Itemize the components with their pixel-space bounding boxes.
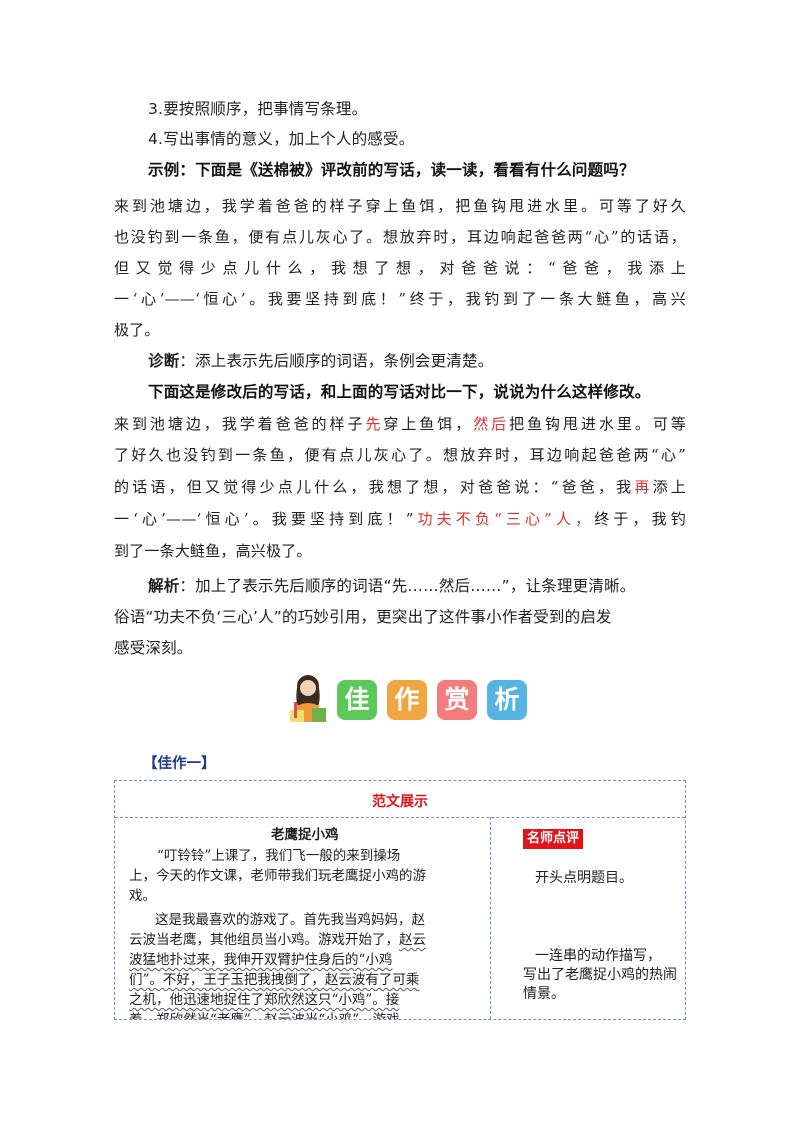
tip-4: 4.写出事情的意义，加上个人的感受。: [148, 130, 415, 148]
revised-line: 了好久也没钓到一条鱼，便有点儿灰心了。想放弃时，耳边响起爸爸两“心”: [114, 446, 686, 464]
essay-text: 波猛地扑过来，我伸开双臂护住身后的“小鸡: [129, 952, 393, 968]
section-banner: 佳 作 赏 析: [285, 672, 545, 728]
sample-header-label: 范文展示: [372, 794, 428, 810]
comment-text: 一连串的动作描写，: [535, 948, 661, 964]
example-line: 极了。: [114, 321, 160, 339]
diagnosis: 诊断：添上表示先后顺序的词语，条例会更清楚。: [148, 351, 493, 371]
comment-column: 名师点评 开头点明题目。 一连串的动作描写， 写出了老鹰捉小鸡的热闹 情景。: [497, 817, 683, 1019]
revised-text: 把鱼钩甩进水里。可等: [509, 415, 686, 433]
piece-title: 【佳作一】: [143, 756, 216, 772]
essay-line: “叮铃铃”上课了，我们飞一般的来到操场: [157, 848, 401, 864]
diagnosis-label: 诊断: [148, 352, 180, 370]
comment-text: 情景。: [523, 986, 565, 1002]
essay-line: 们”。不好，王子玉把我拽倒了，赵云波有了可乘: [129, 971, 485, 990]
revised-highlight: 先: [365, 415, 384, 433]
example-line: 也没钓到一条鱼，便有点儿灰心了。想放弃时，耳边响起爸爸两“心”的话语，: [114, 228, 686, 246]
banner-char-tile: 赏: [437, 680, 477, 720]
essay-text: 赵云: [399, 932, 426, 948]
essay-line: 这是我最喜欢的游戏了。首先我当鸡妈妈，赵: [155, 912, 425, 928]
example-line: 但又觉得少点儿什么，我想了想，对爸爸说：“爸爸，我添上: [114, 259, 686, 277]
girl-reading-icon: [290, 675, 326, 722]
essay-column: 老鹰捉小鸡 “叮铃铃”上课了，我们飞一般的来到操场 上，今天的作文课，老师带我们…: [121, 817, 485, 1019]
essay-text: 之机，他迅速地捉住了郑欣然这只“小鸡”。接: [129, 992, 400, 1008]
essay-text: 们”。不好，王子玉把我拽倒了，赵云波有了可乘: [129, 972, 420, 988]
essay-text: 云波当老鹰，其他组员当小鸡。游戏开始了，: [129, 932, 399, 948]
comment-text: 开头点明题目。: [535, 870, 633, 886]
revised-text: 添上: [652, 478, 686, 496]
revised-highlight: 然后: [473, 415, 510, 433]
essay-line: 戏。: [129, 888, 156, 904]
analysis: 解析：加上了表示先后顺序的词语“先……然后……”，让条理更清晰。: [148, 576, 635, 596]
analysis-text: ：加上了表示先后顺序的词语“先……然后……”，让条理更清晰。: [179, 577, 636, 595]
essay-title: 老鹰捉小鸡: [271, 827, 339, 843]
revised-text: 来到池塘边，我学着爸爸的样子: [114, 415, 366, 433]
diagnosis-text: ：添上表示先后顺序的词语，条例会更清楚。: [179, 352, 494, 370]
tip-3: 3.要按照顺序，把事情写条理。: [148, 100, 368, 118]
comment-badge: 名师点评: [523, 829, 584, 849]
revised-text: 穿上鱼饵，: [383, 415, 474, 433]
revised-text: 的话语，但又觉得少点儿什么，我想了想，对爸爸说：“爸爸，我: [114, 478, 635, 496]
example-line: 来到池塘边，我学着爸爸的样子穿上鱼饵，把鱼钩甩进水里。可等了好久: [114, 197, 686, 215]
essay-line: 波猛地扑过来，我伸开双臂护住身后的“小鸡: [129, 951, 485, 970]
essay-line: 之机，他迅速地捉住了郑欣然这只“小鸡”。接: [129, 991, 485, 1010]
column-divider: [490, 817, 491, 1019]
revised-text: 一‘心’——‘恒心’。我要坚持到底！”: [114, 510, 414, 528]
analysis-line: 感受深刻。: [114, 639, 193, 657]
revised-line: 来到池塘边，我学着爸爸的样子先穿上鱼饵，然后把鱼钩甩进水里。可等: [114, 414, 686, 434]
comment-text: 写出了老鹰捉小鸡的热闹: [523, 967, 677, 983]
revised-heading: 下面这是修改后的写话，和上面的写话对比一下，说说为什么这样修改。: [148, 383, 651, 401]
revised-line: 的话语，但又觉得少点儿什么，我想了想，对爸爸说：“爸爸，我再添上: [114, 477, 686, 497]
sample-box: 范文展示 老鹰捉小鸡 “叮铃铃”上课了，我们飞一般的来到操场 上，今天的作文课，…: [114, 780, 686, 1020]
revised-text: 终于，我钓: [594, 510, 686, 528]
example-line: 一‘心’——‘恒心’。我要坚持到底！”终于，我钓到了一条大鲢鱼，高兴: [114, 290, 686, 308]
banner-char-tile: 佳: [337, 680, 377, 720]
banner-char-tile: 作: [387, 680, 427, 720]
revised-line: 一‘心’——‘恒心’。我要坚持到底！”功夫不负“三心”人，终于，我钓: [114, 509, 686, 529]
revised-highlight: 再: [634, 478, 653, 496]
essay-line: 上，今天的作文课，老师带我们玩老鹰捉小鸡的游: [129, 868, 426, 884]
analysis-line: 俗语“功夫不负‘三心’人”的巧妙引用，更突出了这件事小作者受到的启发: [114, 608, 612, 626]
revised-line: 到了一条大鲢鱼，高兴极了。: [114, 542, 312, 560]
sample-header: 范文展示: [115, 781, 685, 818]
example-heading: 示例：下面是《送棉被》评改前的写话，读一读，看看有什么问题吗？: [148, 161, 635, 179]
analysis-label: 解析: [148, 577, 180, 595]
banner-char-tile: 析: [487, 680, 527, 720]
essay-line: 云波当老鹰，其他组员当小鸡。游戏开始了，赵云: [129, 931, 485, 950]
revised-highlight: 功夫不负“三心”人，: [413, 510, 595, 528]
